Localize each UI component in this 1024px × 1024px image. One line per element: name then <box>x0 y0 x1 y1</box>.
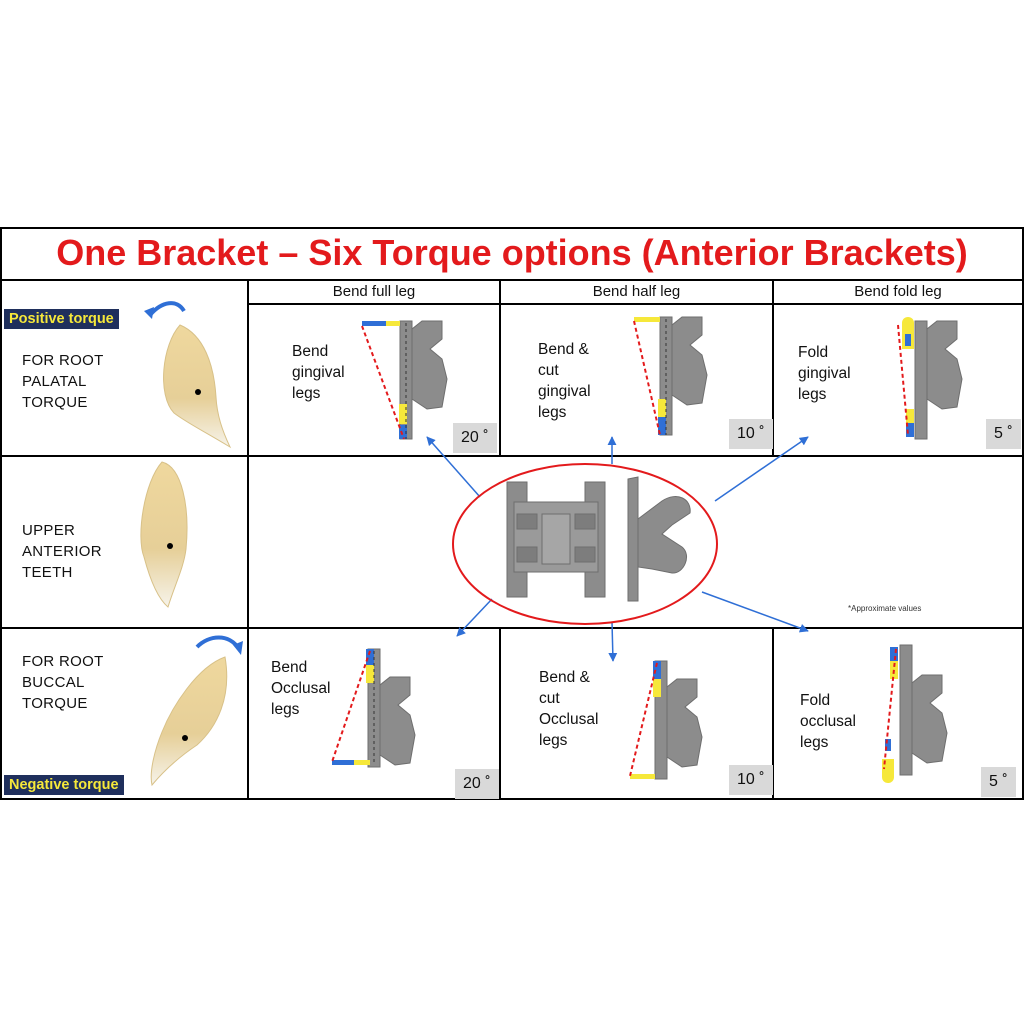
grid-line-col3 <box>772 279 774 455</box>
cell-text-bend-occlusal: Bend Occlusal legs <box>271 659 331 718</box>
tooth-negative-icon <box>150 635 243 787</box>
column-header-half-leg: Bend half leg <box>592 283 681 300</box>
slide-title: One Bracket – Six Torque options (Anteri… <box>56 232 968 273</box>
cell-text-bend-gingival: Bend gingival legs <box>292 343 345 402</box>
cell-text-fold-gingival: Fold gingival legs <box>798 344 851 403</box>
bracket-bend-half-gingival-icon <box>633 316 708 436</box>
tooth-positive-icon <box>144 301 232 449</box>
bracket-fold-gingival-icon <box>897 317 963 440</box>
approximate-values-note: *Approximate values <box>848 604 922 613</box>
angle-value-fold-top: 5 ˚ <box>986 419 1021 449</box>
arrow-to-full-bottom <box>456 598 493 637</box>
row-label-upper-anterior: UPPER ANTERIOR TEETH <box>22 520 102 583</box>
bracket-bend-half-occlusal-icon <box>629 660 703 780</box>
positive-torque-tag: Positive torque <box>4 309 119 329</box>
column-header-fold-leg: Bend fold leg <box>854 283 942 300</box>
grid-line-col2b <box>499 627 501 799</box>
cell-text-bend-cut-gingival: Bend & cut gingival legs <box>538 341 591 421</box>
grid-line-title <box>2 279 1022 281</box>
cell-text-bend-cut-occlusal: Bend & cut Occlusal legs <box>539 669 599 749</box>
bracket-bend-full-gingival-icon <box>361 320 448 440</box>
angle-value-half-bottom: 10 ˚ <box>729 765 773 795</box>
row-label-buccal-text: FOR ROOT BUCCAL TORQUE <box>22 653 104 712</box>
bracket-fold-occlusal-icon <box>882 644 948 783</box>
grid-line-col2 <box>499 279 501 455</box>
bracket-side-icon <box>627 476 691 602</box>
angle-value-half-top: 10 ˚ <box>729 419 773 449</box>
angle-value-full-bottom: 20 ˚ <box>455 769 499 799</box>
grid-line-col1 <box>247 279 249 799</box>
grid-line-header <box>247 303 1022 305</box>
arrow-to-fold-bottom <box>701 591 809 633</box>
tooth-neutral-icon <box>140 461 188 608</box>
row-label-upper-anterior-text: UPPER ANTERIOR TEETH <box>22 522 102 581</box>
grid-line-row2 <box>2 627 1022 629</box>
row-label-buccal: FOR ROOT BUCCAL TORQUE <box>22 651 104 714</box>
grid-line-row1 <box>2 455 1022 457</box>
column-header-full-leg: Bend full leg <box>332 283 416 300</box>
torque-options-slide: One Bracket – Six Torque options (Anteri… <box>0 227 1024 800</box>
cell-text-fold-occlusal: Fold occlusal legs <box>800 692 856 751</box>
angle-value-full-top: 20 ˚ <box>453 423 497 453</box>
bracket-bend-full-occlusal-icon <box>331 648 416 768</box>
row-label-palatal: FOR ROOT PALATAL TORQUE <box>22 350 104 413</box>
negative-torque-tag: Negative torque <box>4 775 124 795</box>
angle-value-fold-bottom: 5 ˚ <box>981 767 1016 797</box>
bracket-ellipse <box>452 463 718 625</box>
row-label-palatal-text: FOR ROOT PALATAL TORQUE <box>22 352 104 411</box>
grid-line-col3b <box>772 627 774 799</box>
bracket-front-icon <box>506 481 606 598</box>
